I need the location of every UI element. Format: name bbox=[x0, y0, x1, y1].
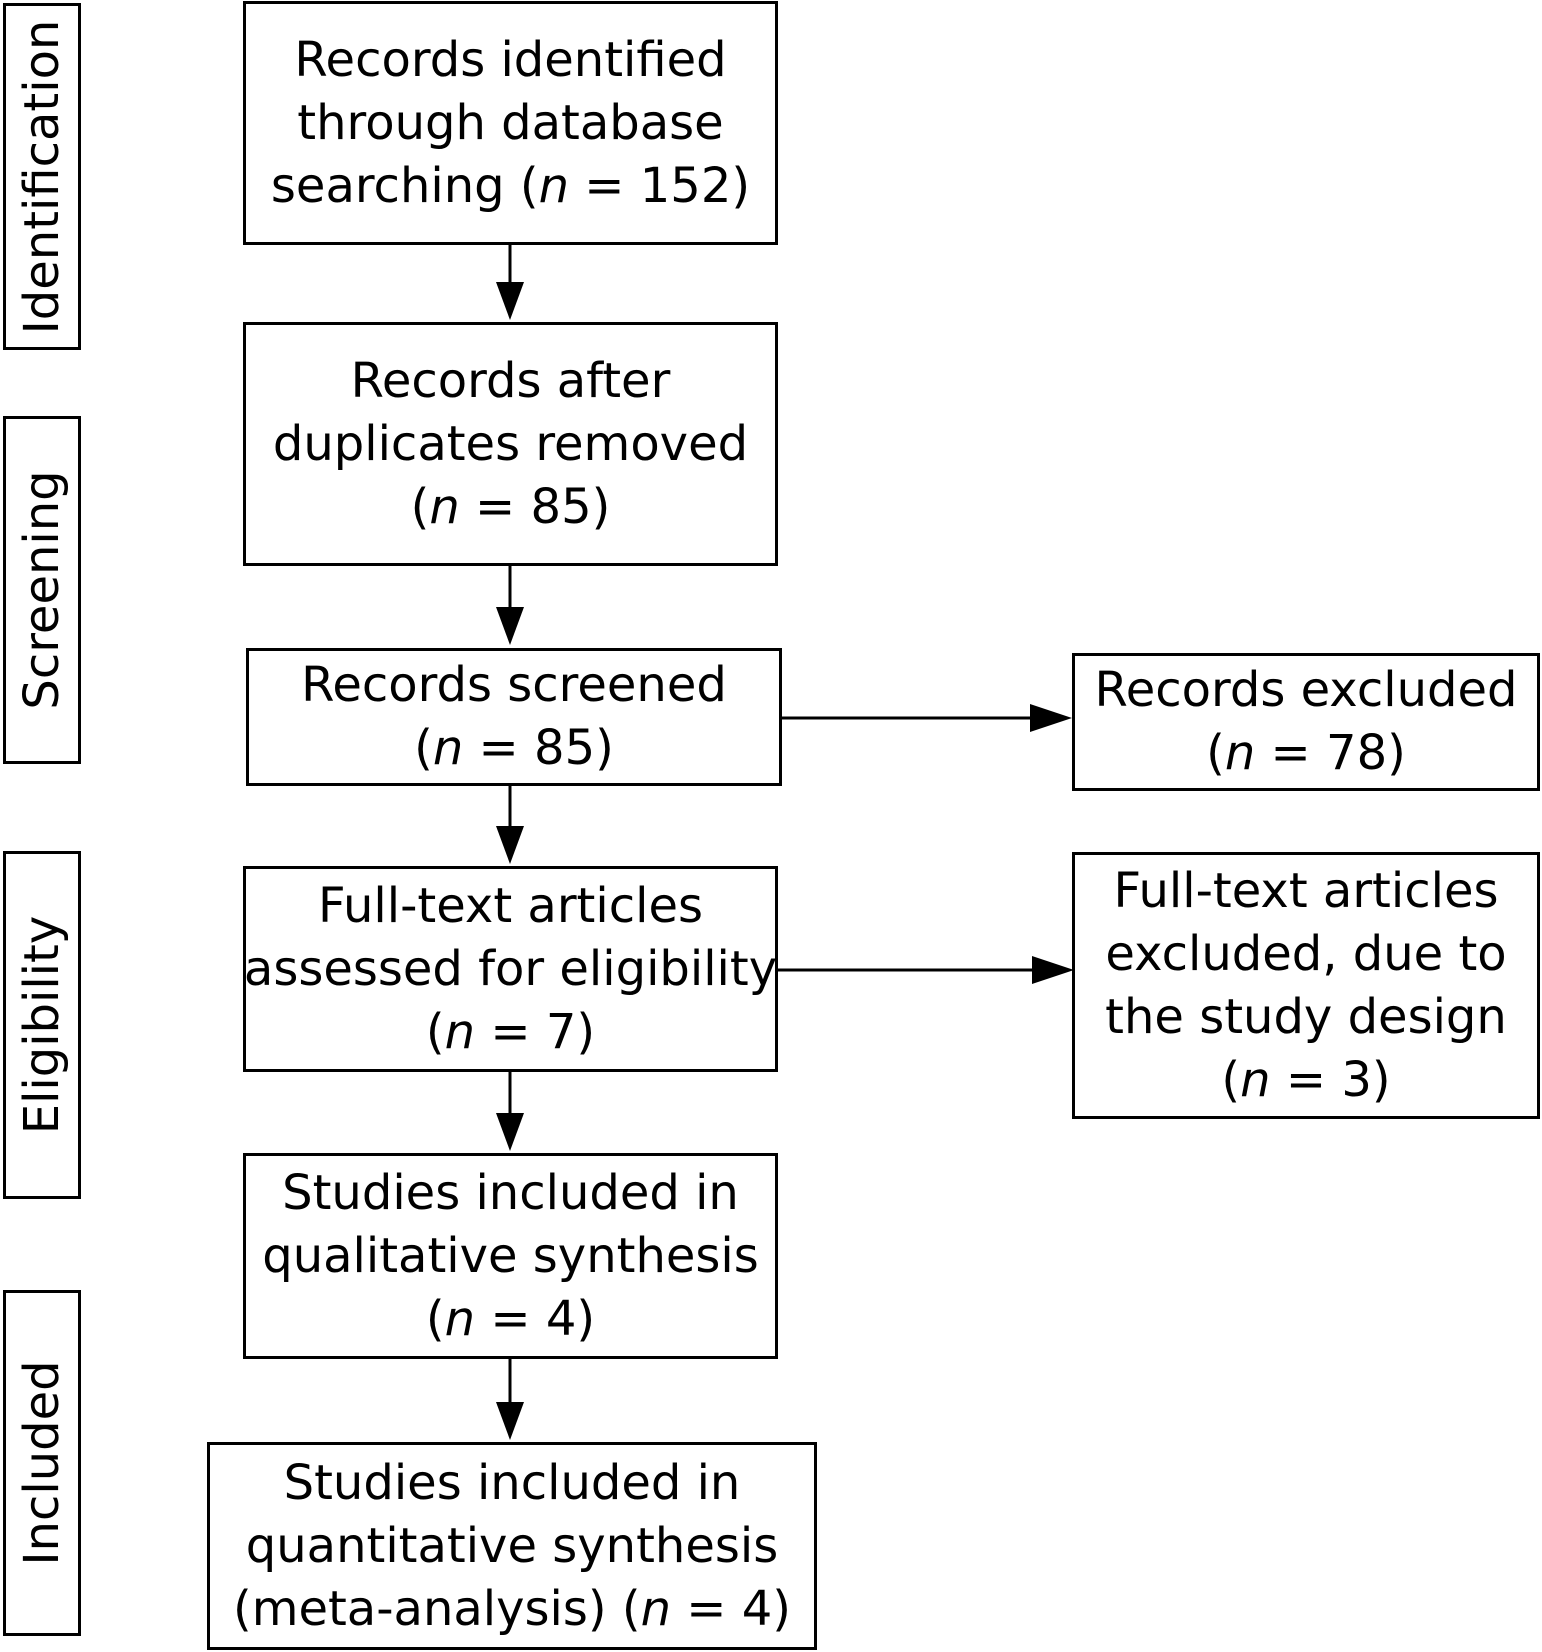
box-quantitative-synthesis: Studies included in quantitative synthes… bbox=[207, 1442, 817, 1650]
arrow-after-duplicates-to-screened bbox=[496, 566, 524, 645]
text-line: Full-text articles bbox=[1113, 862, 1499, 919]
arrow-fulltext-to-fulltext-excluded bbox=[778, 956, 1074, 984]
text-line: quantitative synthesis bbox=[245, 1517, 779, 1574]
box-records-after-duplicates: Records after duplicates removed (n = 85… bbox=[243, 322, 778, 566]
n-symbol: n bbox=[444, 1003, 476, 1060]
text-line: Studies included in bbox=[283, 1454, 741, 1511]
n-symbol: n bbox=[432, 720, 464, 776]
arrow-screened-to-fulltext bbox=[496, 786, 524, 864]
text-line: Records identified bbox=[294, 31, 727, 88]
text-line: (n = 85) bbox=[410, 478, 611, 535]
n-symbol: n bbox=[640, 1580, 672, 1637]
text-line: Records screened bbox=[301, 657, 727, 713]
n-symbol: n bbox=[1240, 1051, 1271, 1108]
text-line: Full-text articles bbox=[318, 877, 703, 934]
phase-identification: Identification bbox=[3, 3, 81, 350]
box-fulltext-assessed: Full-text articles assessed for eligibil… bbox=[243, 866, 778, 1072]
text-line: assessed for eligibility bbox=[243, 940, 778, 997]
text-line: excluded, due to bbox=[1105, 925, 1507, 982]
text-line: the study design bbox=[1105, 988, 1507, 1045]
text-line: duplicates removed bbox=[272, 415, 749, 472]
box-records-identified: Records identified through database sear… bbox=[243, 1, 778, 245]
n-symbol: n bbox=[444, 1290, 476, 1347]
arrow-identified-to-after-duplicates bbox=[496, 244, 524, 320]
arrow-screened-to-excluded bbox=[778, 704, 1072, 732]
arrow-fulltext-to-qualitative bbox=[496, 1072, 524, 1151]
text-line: (n = 7) bbox=[425, 1003, 596, 1060]
box-fulltext-excluded: Full-text articles excluded, due to the … bbox=[1072, 852, 1540, 1119]
box-records-screened: Records screened (n = 85) bbox=[246, 648, 782, 786]
text-line: Records after bbox=[350, 352, 671, 409]
box-records-excluded: Records excluded (n = 78) bbox=[1072, 653, 1540, 791]
phase-included: Included bbox=[3, 1290, 81, 1636]
phase-screening: Screening bbox=[3, 416, 81, 764]
text-line: (meta-analysis) (n = 4) bbox=[232, 1580, 792, 1637]
n-symbol: n bbox=[1224, 725, 1256, 781]
text-line: (n = 4) bbox=[425, 1290, 596, 1347]
text-line: qualitative synthesis bbox=[262, 1227, 759, 1284]
text-line: searching (n = 152) bbox=[270, 157, 751, 214]
n-symbol: n bbox=[429, 478, 460, 535]
box-qualitative-synthesis: Studies included in qualitative synthesi… bbox=[243, 1153, 778, 1359]
text-line: (n = 78) bbox=[1206, 725, 1406, 781]
text-line: (n = 85) bbox=[414, 720, 614, 776]
arrow-qualitative-to-quantitative bbox=[496, 1358, 524, 1440]
text-line: through database bbox=[297, 94, 724, 151]
text-line: Records excluded bbox=[1094, 662, 1518, 718]
phase-eligibility: Eligibility bbox=[3, 851, 81, 1199]
text-line: (n = 3) bbox=[1221, 1051, 1391, 1108]
text-line: Studies included in bbox=[282, 1164, 739, 1221]
n-symbol: n bbox=[538, 157, 569, 214]
